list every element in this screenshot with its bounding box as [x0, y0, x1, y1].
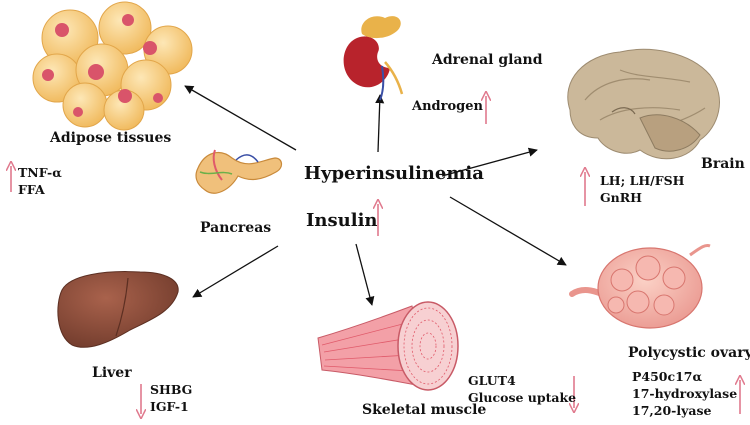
adipose-illustration: [32, 1, 193, 131]
arrow-to-muscle: [355, 243, 375, 306]
adipose-marker-ffa: FFA: [18, 182, 45, 197]
pancreas-label: Pancreas: [200, 220, 272, 236]
ovary-marker-hydroxylase: 17-hydroxylase: [632, 386, 738, 401]
arrow-to-brain: [441, 147, 538, 177]
liver-illustration: [57, 271, 179, 348]
muscle-marker-glut4: GLUT4: [468, 373, 516, 388]
pancreas-illustration: [195, 149, 283, 194]
brain-label: Brain: [701, 156, 745, 172]
adrenal-illustration: [343, 16, 404, 101]
ovary-illustration: [569, 244, 711, 329]
adipose-marker-tnf: TNF-α: [18, 165, 62, 180]
ovary-markers: P450c17α 17-hydroxylase 17,20-lyase: [632, 368, 737, 419]
liver-marker-shbg: SHBG: [150, 382, 193, 397]
muscle-marker-glucose: Glucose uptake: [468, 390, 577, 405]
adrenal-label: Adrenal gland: [432, 52, 543, 68]
brain-marker-gnrh: GnRH: [600, 190, 642, 205]
adipose-label: Adipose tissues: [50, 130, 172, 146]
arrow-to-ovary: [449, 196, 567, 266]
muscle-markers: GLUT4 Glucose uptake: [468, 372, 576, 406]
insulin-label: Insulin: [306, 210, 378, 231]
hyperinsulinemia-title: Hyperinsulinemia: [304, 163, 484, 184]
ovary-marker-p450: P450c17α: [632, 369, 703, 384]
adipose-markers: TNF-α FFA: [18, 164, 62, 198]
liver-label: Liver: [92, 365, 132, 381]
brain-marker-lh: LH; LH/FSH: [600, 173, 685, 188]
arrow-to-adipose: [184, 85, 297, 151]
liver-marker-igf: IGF-1: [150, 399, 189, 414]
liver-markers: SHBG IGF-1: [150, 381, 192, 415]
arrow-to-adrenal: [375, 94, 385, 153]
ovary-label: Polycystic ovary: [628, 345, 750, 361]
muscle-label: Skeletal muscle: [362, 402, 487, 418]
ovary-marker-lyase: 17,20-lyase: [632, 403, 712, 418]
connector-arrows: [184, 85, 567, 306]
androgen-label: Androgen: [412, 99, 483, 114]
muscle-illustration: [317, 301, 459, 391]
brain-illustration: [567, 48, 720, 160]
indicator-arrows: [11, 96, 740, 414]
arrow-to-liver: [192, 245, 279, 298]
brain-markers: LH; LH/FSH GnRH: [600, 172, 684, 206]
